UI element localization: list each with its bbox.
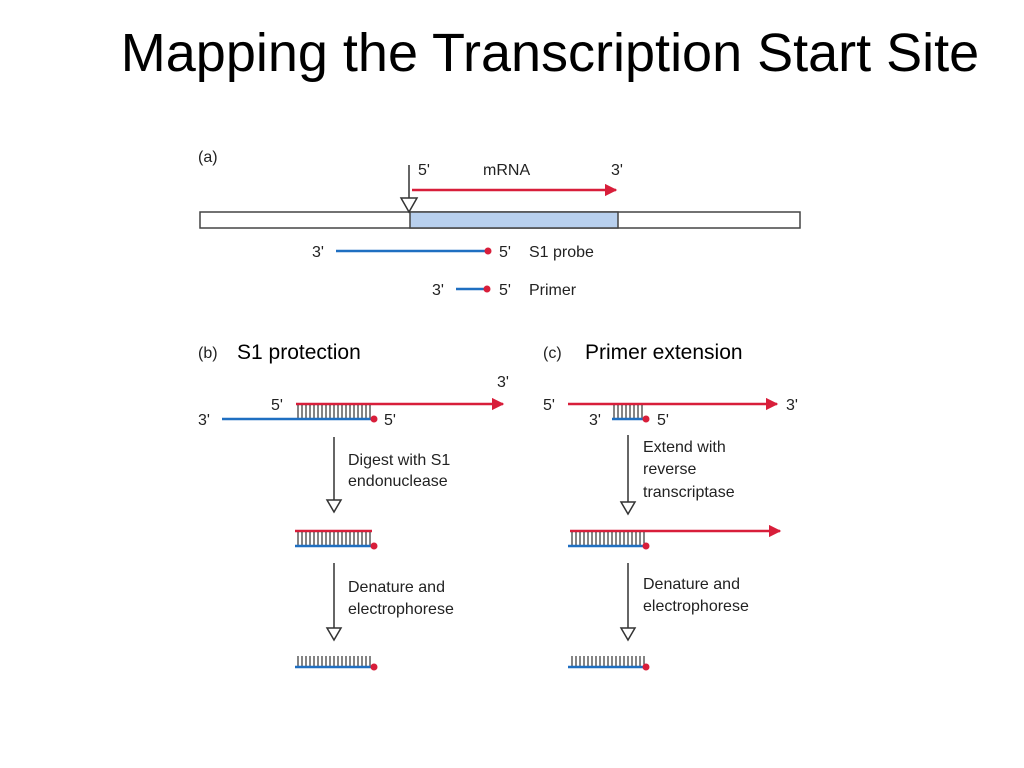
c-final-dot <box>642 663 650 671</box>
b-step1-arrowhead <box>325 499 343 514</box>
b-final-ticks <box>297 656 371 666</box>
start-site-arrowhead <box>399 197 419 214</box>
c-step1-arrowhead <box>619 501 637 516</box>
b-probe-five-label: 5' <box>384 412 396 429</box>
c-step2-arrowhead <box>619 627 637 642</box>
b-step1-line1: Digest with S1 <box>348 452 450 469</box>
panel-a-letter: (a) <box>198 149 218 166</box>
b-step2-line1: Denature and <box>348 579 445 596</box>
mrna-label: mRNA <box>483 162 530 179</box>
b-probe-dot <box>370 415 378 423</box>
b-final-dot <box>370 663 378 671</box>
primer-label-dot <box>483 285 491 293</box>
c-primer-dot <box>642 415 650 423</box>
panel-b-letter: (b) <box>198 345 218 362</box>
panel-b: (b) S1 protection 3' 5' 3' 5' Digest wit… <box>198 341 509 671</box>
b-step1-line2: endonuclease <box>348 473 448 490</box>
c-rna-three-label: 3' <box>786 397 798 414</box>
panel-c-caption: Primer extension <box>585 341 743 364</box>
mrna-five-label: 5' <box>418 162 430 179</box>
c-step2-line2: electrophorese <box>643 598 749 615</box>
c-primer-three-label: 3' <box>589 412 601 429</box>
c-extended-dot <box>642 542 650 550</box>
c-primer-five-label: 5' <box>657 412 669 429</box>
probe-three-label: 3' <box>312 244 324 261</box>
probe-label-dot <box>484 247 492 255</box>
c-step1-line2: reverse <box>643 461 696 478</box>
probe-label: S1 probe <box>529 244 594 261</box>
c-extended-ticks <box>571 532 645 545</box>
transcribed-region <box>409 211 619 229</box>
mrna-three-label: 3' <box>611 162 623 179</box>
b-rna-five-label: 5' <box>271 397 283 414</box>
b-digested-dot <box>370 542 378 550</box>
slide-title: Mapping the Transcription Start Site <box>120 23 980 83</box>
c-step1-line3: transcriptase <box>643 484 735 501</box>
primer-five-label: 5' <box>499 282 511 299</box>
c-primer-ticks <box>613 405 643 418</box>
panel-a: (a) 5' mRNA 3' 3' 5' S1 probe 3' 5' Prim… <box>198 149 801 299</box>
panel-c: (c) Primer extension 5' 3' 3' 5' Extend … <box>543 341 798 671</box>
b-step2-line2: electrophorese <box>348 601 454 618</box>
b-digested-ticks <box>297 532 371 545</box>
b-hybrid-ticks <box>297 405 371 418</box>
c-rna-five-label: 5' <box>543 397 555 414</box>
probe-five-label: 5' <box>499 244 511 261</box>
panel-c-letter: (c) <box>543 345 562 362</box>
b-rna-three-label: 3' <box>497 374 509 391</box>
panel-b-caption: S1 protection <box>237 341 361 364</box>
b-step2-arrowhead <box>325 627 343 642</box>
primer-three-label: 3' <box>432 282 444 299</box>
c-final-ticks <box>571 656 645 666</box>
c-step1-line1: Extend with <box>643 439 726 456</box>
b-probe-three-label: 3' <box>198 412 210 429</box>
primer-label: Primer <box>529 282 577 299</box>
c-step2-line1: Denature and <box>643 576 740 593</box>
